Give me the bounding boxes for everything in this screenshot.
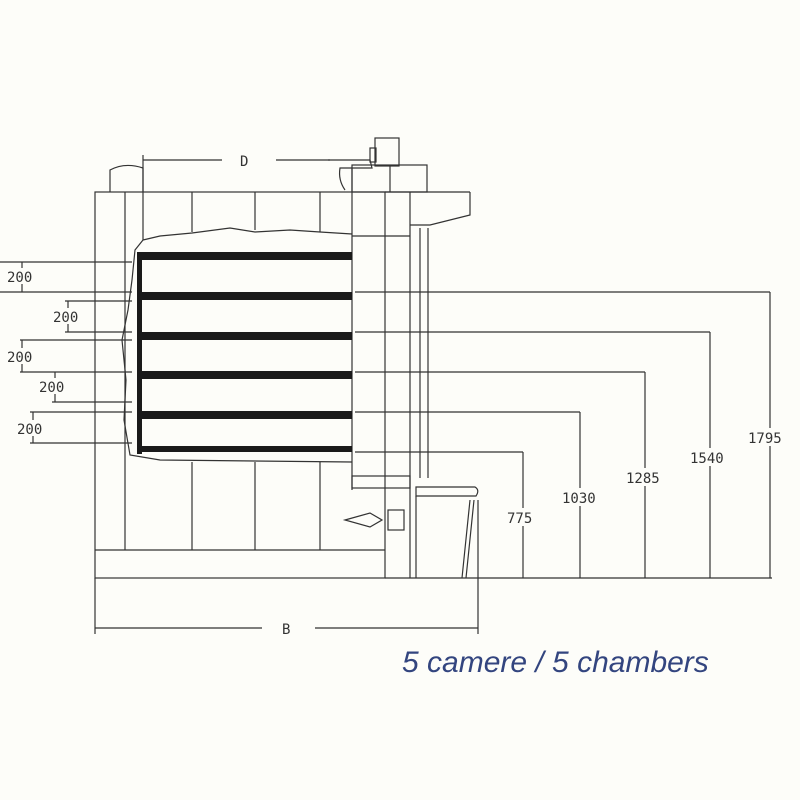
depth-label: D	[240, 154, 248, 170]
spacing-label: 200	[7, 270, 32, 286]
oven-body	[94, 191, 386, 579]
width-label: B	[282, 622, 290, 638]
shelf	[137, 332, 352, 340]
shelf	[137, 292, 352, 300]
burner-box	[387, 509, 405, 531]
height-label: 1540	[690, 451, 724, 467]
shelf	[137, 252, 352, 260]
shelf	[137, 411, 352, 419]
shelf	[137, 446, 352, 452]
chamber-shelves	[137, 252, 352, 454]
spacing-label: 200	[7, 350, 32, 366]
fan-motor	[374, 137, 400, 167]
height-label: 775	[507, 511, 532, 527]
height-label: 1030	[562, 491, 596, 507]
cutaway-edge	[142, 227, 353, 241]
shelf	[137, 371, 352, 379]
chimney-outline	[109, 164, 144, 192]
spacing-label: 200	[53, 310, 78, 326]
chamber-count-caption: 5 camere / 5 chambers	[402, 646, 709, 679]
height-label: 1285	[626, 471, 660, 487]
spacing-label: 200	[17, 422, 42, 438]
burner-flame-icon	[342, 512, 384, 528]
height-label: 1795	[748, 431, 782, 447]
spacing-label: 200	[39, 380, 64, 396]
